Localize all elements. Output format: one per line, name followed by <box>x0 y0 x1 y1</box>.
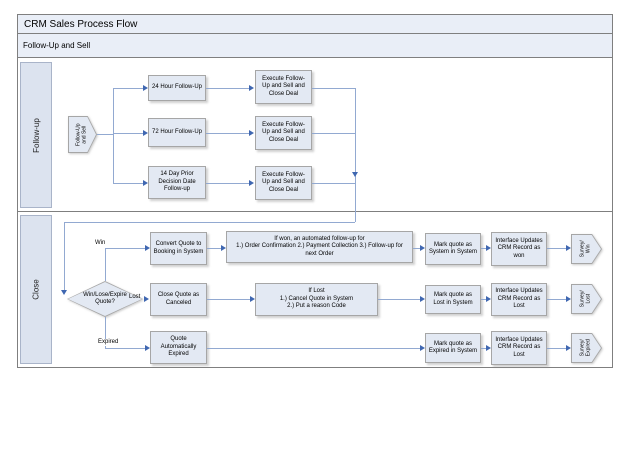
end-shape-survey-lost: Survey/ Lost <box>571 284 602 314</box>
start-shape-follow-up-and-sell: Follow-Up and Sell <box>68 116 97 153</box>
connector-line <box>481 248 486 249</box>
lane-divider <box>17 211 613 212</box>
branch-label-lost: Lost <box>129 294 141 300</box>
connector-line <box>64 222 355 223</box>
box-if-won-automated-follow-up: If won, an automated follow-up for 1.) O… <box>226 231 413 263</box>
box-interface-updates-expired-lost: Interface Updates CRM Record as Lost <box>491 331 547 365</box>
arrowhead <box>486 345 491 351</box>
arrowhead <box>420 345 425 351</box>
pentagon-fill: Survey/ Expired <box>572 334 601 362</box>
connector-line <box>547 248 566 249</box>
survey-win-label: Survey/ Win <box>579 240 592 258</box>
box-14-day-prior-follow-up: 14 Day Prior Decision Date Follow-up <box>148 166 206 199</box>
pentagon-fill: Survey/ Lost <box>572 285 601 313</box>
box-mark-quote-expired: Mark quote as Expired in System <box>425 333 481 363</box>
connector-line <box>113 88 114 184</box>
box-convert-quote-to-booking: Convert Quote to Booking in System <box>150 232 207 265</box>
decision-win-lose-expire: Win/Lose/Expire Quote? <box>67 281 143 317</box>
arrowhead <box>566 345 571 351</box>
box-close-quote-canceled: Close Quote as Canceled <box>150 283 207 316</box>
connector-line <box>207 348 420 349</box>
arrowhead <box>143 180 148 186</box>
connector-line <box>312 133 355 134</box>
connector-line <box>481 348 486 349</box>
pentagon-fill: Survey/ Win <box>572 235 601 263</box>
connector-line <box>413 248 420 249</box>
box-if-lost-cancel-quote: If Lost 1.) Cancel Quote in System 2.) P… <box>255 283 378 316</box>
end-shape-survey-win: Survey/ Win <box>571 234 602 264</box>
connector-line <box>64 222 65 290</box>
connector-line <box>312 88 355 89</box>
connector-line <box>105 317 106 348</box>
connector-line <box>547 299 566 300</box>
box-mark-quote-lost: Mark quote as Lost in System <box>425 285 481 314</box>
connector-line <box>481 299 486 300</box>
connector-line <box>378 299 420 300</box>
connector-line <box>113 183 143 184</box>
connector-line <box>105 248 145 249</box>
connector-line <box>207 248 221 249</box>
arrowhead <box>61 290 67 295</box>
box-24-hour-follow-up: 24 Hour Follow-Up <box>148 75 206 101</box>
box-mark-quote-system: Mark quote as System in System <box>425 233 481 265</box>
arrowhead <box>145 345 150 351</box>
connector-line <box>206 88 249 89</box>
arrowhead <box>249 130 254 136</box>
survey-lost-label: Survey/ Lost <box>579 290 592 308</box>
lane-followup: Follow-up <box>20 62 52 208</box>
arrowhead <box>144 296 149 302</box>
arrowhead <box>143 85 148 91</box>
arrowhead <box>486 296 491 302</box>
diagram-subtitle: Follow-Up and Sell <box>17 33 613 58</box>
arrowhead <box>249 85 254 91</box>
arrowhead <box>250 296 255 302</box>
arrowhead <box>352 172 358 177</box>
box-quote-automatically-expired: Quote Automatically Expired <box>150 331 207 364</box>
connector-line <box>105 348 145 349</box>
box-72-hour-follow-up: 72 Hour Follow-Up <box>148 118 206 147</box>
lane-close-label: Close <box>31 279 41 300</box>
start-shape-label: Follow-Up and Sell <box>75 123 88 146</box>
box-interface-updates-lost: Interface Updates CRM Record as Lost <box>491 283 547 316</box>
arrowhead <box>221 245 226 251</box>
connector-line <box>113 133 143 134</box>
connector-line <box>206 183 249 184</box>
connector-line <box>312 183 355 184</box>
arrowhead <box>420 296 425 302</box>
lane-followup-label: Follow-up <box>31 117 41 153</box>
lane-close: Close <box>20 215 52 364</box>
connector-line <box>547 348 566 349</box>
connector-line <box>97 134 113 135</box>
arrowhead <box>566 245 571 251</box>
arrowhead <box>143 130 148 136</box>
end-shape-survey-expired: Survey/ Expired <box>571 333 602 363</box>
connector-line <box>355 88 356 222</box>
arrowhead <box>249 180 254 186</box>
branch-label-win: Win <box>94 240 107 248</box>
box-execute-follow-up-3: Execute Follow- Up and Sell and Close De… <box>255 166 312 200</box>
branch-label-expired: Expired <box>97 339 120 347</box>
connector-line <box>206 133 249 134</box>
page-title: CRM Sales Process Flow <box>17 14 613 34</box>
connector-line <box>105 248 106 281</box>
box-interface-updates-won: Interface Updates CRM Record as won <box>491 232 547 266</box>
box-execute-follow-up-2: Execute Follow- Up and Sell and Close De… <box>255 116 312 150</box>
arrowhead <box>145 245 150 251</box>
survey-expired-label: Survey/ Expired <box>579 339 592 357</box>
pentagon-fill: Follow-Up and Sell <box>69 117 96 152</box>
arrowhead <box>420 245 425 251</box>
connector-line <box>113 88 143 89</box>
box-execute-follow-up-1: Execute Follow- Up and Sell and Close De… <box>255 70 312 104</box>
arrowhead <box>486 245 491 251</box>
connector-line <box>207 299 250 300</box>
arrowhead <box>566 296 571 302</box>
